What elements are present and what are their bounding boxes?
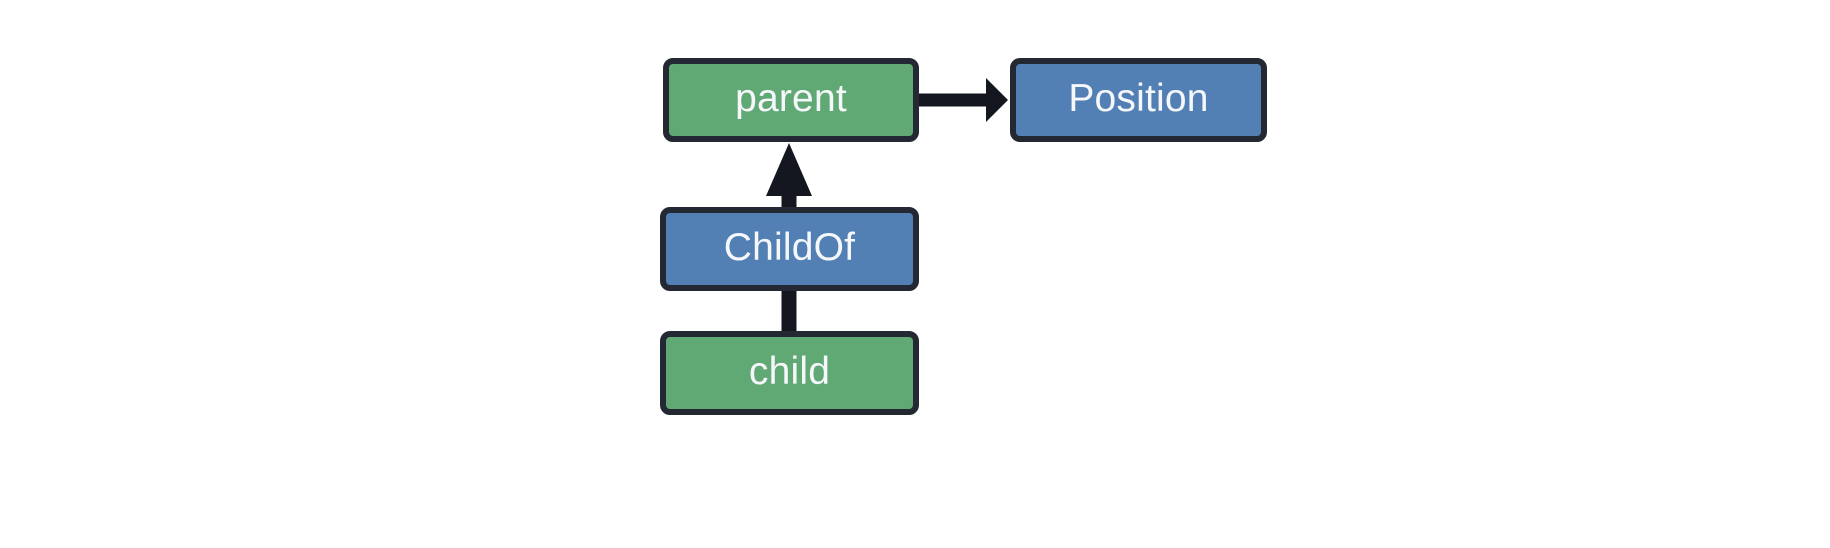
edge-childof-to-parent — [766, 143, 812, 207]
edge-parent-to-position — [919, 78, 1008, 122]
node-child-label: child — [748, 350, 831, 393]
arrowhead-right-icon — [986, 78, 1008, 122]
node-childof-label: ChildOf — [723, 226, 856, 269]
node-parent[interactable]: parent — [663, 58, 919, 142]
node-parent-label: parent — [735, 77, 847, 120]
node-child[interactable]: child — [660, 331, 919, 415]
node-childof[interactable]: ChildOf — [660, 207, 919, 291]
node-position[interactable]: Position — [1010, 58, 1267, 142]
node-position-label: Position — [1068, 77, 1209, 120]
arrowhead-up-icon — [766, 143, 812, 196]
